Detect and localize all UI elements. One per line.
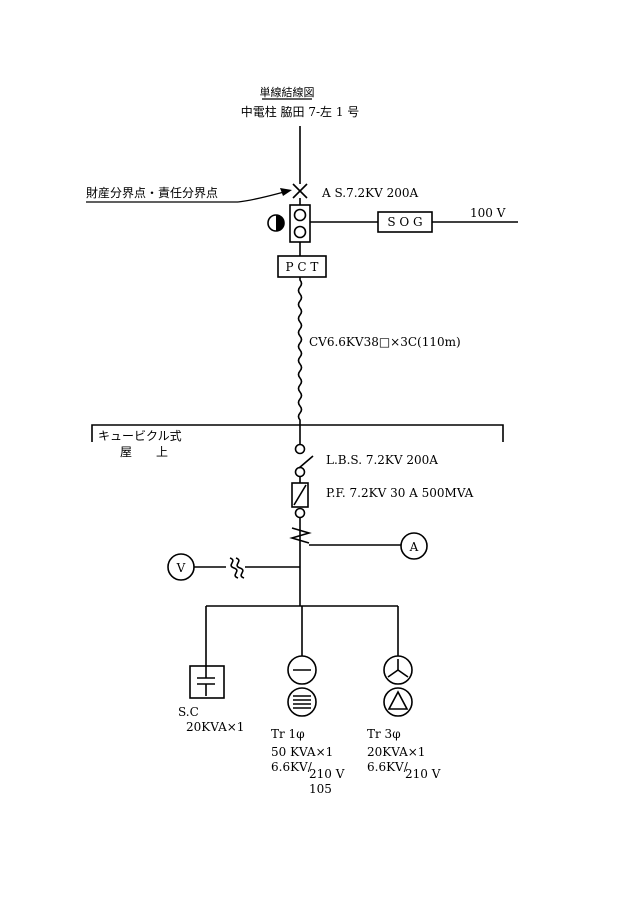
tr1-capacity: 50 KVA×1 bbox=[271, 745, 333, 759]
pf-fuse-box bbox=[291, 482, 309, 508]
tr1-voltage-tertiary: 105 bbox=[309, 782, 332, 796]
pct-box bbox=[277, 255, 327, 278]
voltage-100-label: 100 V bbox=[470, 206, 506, 220]
boundary-arrow-head bbox=[280, 188, 292, 196]
rooftop-label: 屋 上 bbox=[120, 445, 168, 459]
cubicle-label: キュービクル式 bbox=[98, 429, 182, 443]
tr3-secondary-coil-icon bbox=[383, 687, 413, 717]
as-switch-label: A S.7.2KV 200A bbox=[321, 186, 419, 200]
ammeter-icon bbox=[400, 532, 428, 560]
cable-label: CV6.6KV38□×3C(110m) bbox=[309, 335, 461, 349]
as-upper-circle-icon bbox=[293, 208, 307, 222]
sc-box bbox=[189, 665, 225, 699]
tr3-voltage-secondary: 210 V bbox=[405, 767, 441, 781]
pole-label: 中電柱 脇田 7-左 1 号 bbox=[241, 104, 360, 119]
ammeter-label: A bbox=[409, 540, 419, 554]
tr3-voltage-primary: 6.6KV/ bbox=[367, 760, 409, 774]
tr3-capacity: 20KVA×1 bbox=[367, 745, 425, 759]
tr1-secondary-lines-icon bbox=[293, 695, 311, 709]
tr3-label: Tr 3φ bbox=[367, 727, 401, 741]
cable-wavy-line bbox=[297, 277, 303, 425]
lbs-lower-terminal-icon bbox=[294, 466, 306, 478]
sc-spec: 20KVA×1 bbox=[186, 720, 244, 734]
tr1-primary-coil-icon bbox=[287, 655, 317, 685]
tr1-voltage-secondary: 210 V bbox=[309, 767, 345, 781]
pf-label: P.F. 7.2KV 30 A 500MVA bbox=[326, 486, 474, 500]
capacitor-icon bbox=[197, 666, 215, 696]
tr1-label: Tr 1φ bbox=[271, 727, 305, 741]
voltmeter-icon bbox=[167, 553, 195, 581]
boundary-label: 財産分界点・責任分界点 bbox=[86, 185, 218, 200]
tr3-delta-icon bbox=[387, 690, 409, 710]
tr3-primary-coil-icon bbox=[383, 655, 413, 685]
as-switch-box bbox=[289, 204, 311, 243]
as-switch-x-icon bbox=[292, 183, 308, 199]
pct-label: P C T bbox=[286, 260, 319, 274]
lbs-upper-terminal-icon bbox=[294, 443, 306, 455]
cubicle-bracket bbox=[91, 424, 504, 442]
diagram-title: 単線結線図 bbox=[260, 85, 315, 99]
tr1-voltage-primary: 6.6KV/ bbox=[271, 760, 313, 774]
voltmeter-label: V bbox=[176, 561, 186, 575]
sog-label: S O G bbox=[387, 215, 422, 229]
pf-fuse-slash-icon bbox=[293, 484, 307, 506]
lbs-blade-icon bbox=[298, 455, 314, 469]
tr3-wye-icon bbox=[387, 659, 409, 678]
half-filled-indicator-icon bbox=[267, 214, 285, 232]
tr1-secondary-coil-icon bbox=[287, 687, 317, 717]
boundary-arrow-line-2 bbox=[237, 190, 289, 203]
pf-lower-terminal-icon bbox=[294, 507, 306, 519]
sc-label: S.C bbox=[178, 705, 199, 719]
as-lower-circle-icon bbox=[293, 225, 307, 239]
vt-coil-icon bbox=[229, 557, 245, 579]
ct-coil-icon bbox=[289, 527, 312, 544]
lbs-label: L.B.S. 7.2KV 200A bbox=[326, 453, 438, 467]
